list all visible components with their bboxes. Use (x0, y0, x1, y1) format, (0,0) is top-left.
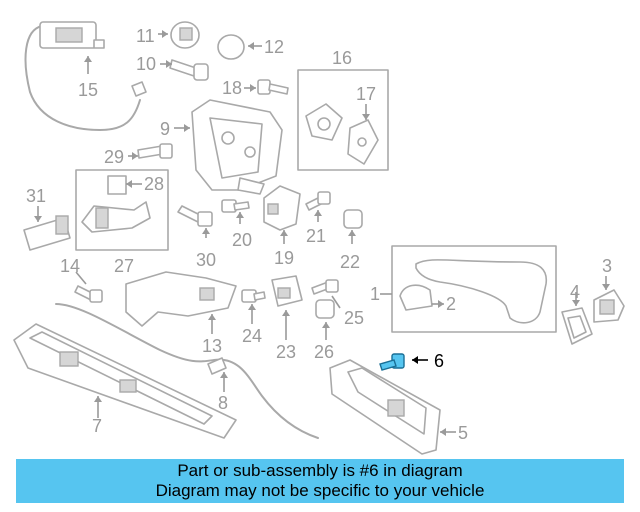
callout-4: 4 (570, 282, 580, 302)
callout-25: 25 (344, 308, 364, 328)
part-9-latch (191, 99, 283, 195)
part-24-screw (241, 289, 266, 303)
part-28-pad (107, 175, 127, 195)
callout-9: 9 (160, 119, 170, 139)
banner-line-1: Part or sub-assembly is #6 in diagram (177, 461, 463, 480)
part-14-screw (74, 285, 103, 303)
callout-23: 23 (276, 342, 296, 362)
callout-19: 19 (274, 248, 294, 268)
part-11-grommet (170, 21, 200, 49)
callout-18: 18 (222, 78, 242, 98)
callout-20: 20 (232, 230, 252, 250)
callout-16: 16 (332, 48, 352, 68)
part-23-block (271, 275, 303, 307)
part-17-seal (347, 119, 379, 165)
callout-15: 15 (78, 80, 98, 100)
part-21-screw (305, 191, 331, 211)
callout-5: 5 (458, 423, 468, 443)
callout-14: 14 (60, 256, 80, 276)
part-12-plug (217, 34, 245, 60)
part-19-striker (263, 185, 301, 231)
callout-10: 10 (136, 54, 156, 74)
callout-11: 11 (136, 26, 155, 46)
part-29-screw (137, 143, 173, 159)
part-2-cover (399, 284, 433, 311)
part-10-bolt (169, 59, 209, 81)
part-18-screw (257, 79, 289, 95)
part-1-box (391, 245, 557, 333)
part-4-seal (561, 307, 593, 345)
callout-3: 3 (602, 256, 612, 276)
callout-21: 21 (306, 226, 326, 246)
callout-24: 24 (242, 326, 262, 346)
callout-7: 7 (92, 416, 102, 436)
part-31-bracket (23, 215, 71, 251)
part-16-box (297, 69, 389, 171)
callout-2: 2 (446, 294, 456, 314)
callout-30: 30 (196, 250, 216, 270)
callout-28: 28 (144, 174, 164, 194)
callout-13: 13 (202, 336, 222, 356)
part-7-trim (13, 323, 237, 439)
callout-31: 31 (26, 186, 46, 206)
part-26-cap (315, 299, 335, 319)
callout-29: 29 (104, 147, 124, 167)
part-6-bolt (379, 353, 405, 371)
callout-8: 8 (218, 393, 228, 413)
arrowheads (34, 30, 610, 436)
callout-22: 22 (340, 252, 360, 272)
callout-6: 6 (434, 351, 444, 371)
part-20-screw (221, 199, 250, 213)
callout-17: 17 (356, 84, 376, 104)
part-5-housing (329, 359, 441, 455)
part-8-cable (55, 303, 319, 439)
callout-12: 12 (264, 37, 284, 57)
part-25-screw (311, 279, 339, 295)
part-15-cable (24, 21, 147, 132)
part-3-cover (593, 289, 625, 323)
info-banner: Part or sub-assembly is #6 in diagram Di… (16, 459, 624, 503)
part-22-cap (343, 209, 363, 229)
banner-line-2: Diagram may not be specific to your vehi… (155, 481, 485, 500)
callout-26: 26 (314, 342, 334, 362)
part-30-screw (177, 205, 213, 227)
callout-1: 1 (370, 284, 380, 304)
part-13-bracket (125, 271, 237, 327)
callout-27: 27 (114, 256, 134, 276)
